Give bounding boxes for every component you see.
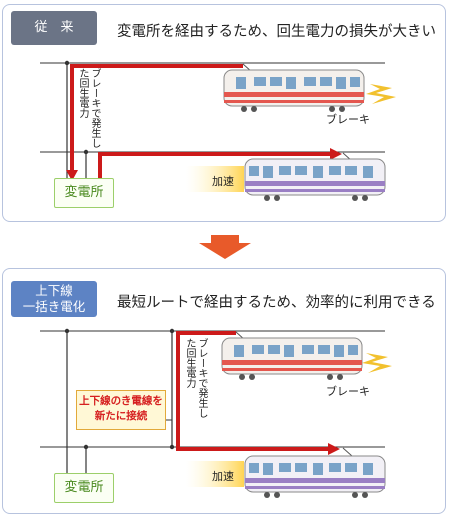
accelerating-train	[244, 158, 386, 202]
regen-power-path-down	[70, 64, 243, 172]
substation-box-2: 変電所	[54, 473, 114, 503]
accel-label-2: 加速	[212, 470, 234, 483]
conventional-tag-label: 従 来	[34, 19, 74, 35]
unified-feeding-tag-line2: 一括き電化	[22, 299, 86, 314]
accel-label: 加速	[212, 175, 234, 188]
brake-spark-icon	[366, 84, 396, 104]
new-connection-note: 上下線のき電線を 新たに接続	[76, 390, 166, 430]
braking-train	[223, 69, 365, 113]
accel-glow	[186, 166, 244, 192]
note-line2: 新たに接続	[94, 410, 148, 422]
unified-feeding-tag: 上下線 一括き電化	[11, 281, 97, 317]
accelerating-train-2	[244, 455, 386, 499]
accel-glow-2	[186, 461, 244, 487]
note-line1: 上下線のき電線を	[79, 395, 163, 407]
brake-spark-icon-2	[362, 353, 392, 373]
unified-feeding-tag-line1: 上下線	[35, 283, 73, 299]
transition-arrow	[199, 235, 251, 259]
brake-label-2: ブレーキ	[326, 385, 370, 398]
conventional-headline: 変電所を経由するため、回生電力の損失が大きい	[117, 24, 436, 40]
regen-power-label: ブレーキで発生した回生電力	[77, 68, 100, 148]
regen-power-path-up	[98, 152, 332, 180]
regen-power-label-2: ブレーキで発生した回生電力	[184, 338, 207, 418]
conventional-tag: 従 来	[11, 11, 97, 45]
substation-box: 変電所	[54, 178, 114, 208]
unified-feeding-headline: 最短ルートで経由するため、効率的に利用できる	[117, 295, 436, 311]
braking-train-2	[221, 337, 363, 381]
regen-power-short-route	[176, 331, 330, 451]
brake-label: ブレーキ	[326, 113, 370, 126]
